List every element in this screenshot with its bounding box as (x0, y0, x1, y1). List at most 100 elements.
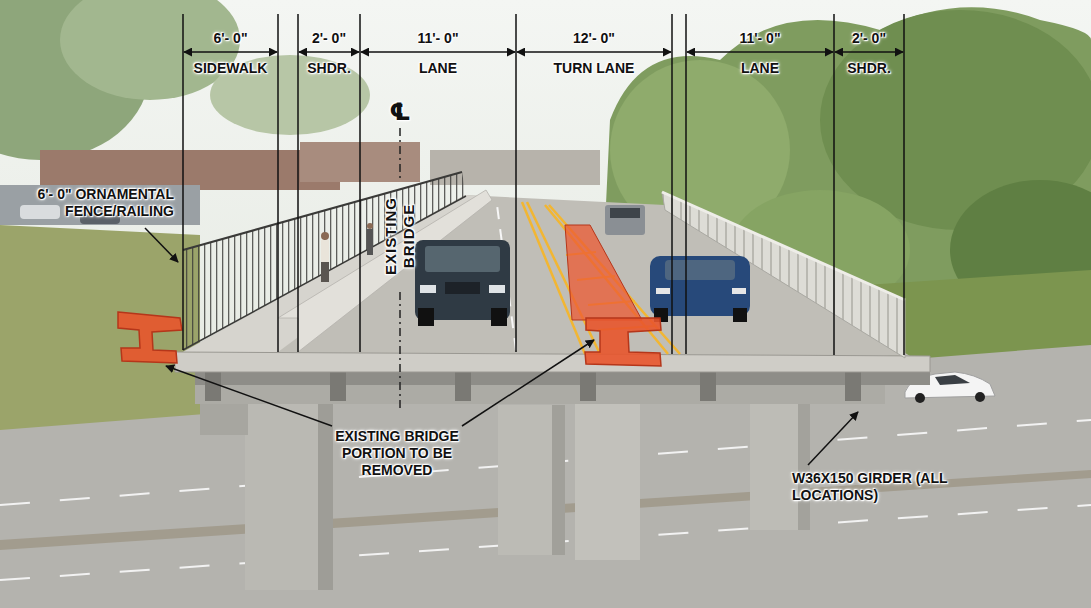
dimension-value: 11'- 0" (363, 30, 513, 47)
cap-beam (195, 384, 885, 404)
pedestrians-part (367, 223, 373, 229)
piers (200, 395, 810, 590)
suv-part (420, 285, 436, 293)
dimension-name: TURN LANE (519, 60, 669, 77)
leader-lines (145, 228, 858, 465)
piers-part (245, 400, 333, 590)
embankments-part (0, 225, 200, 450)
leader-lines-part (145, 228, 178, 262)
piers-part (750, 400, 810, 530)
removal-portion-part (118, 312, 182, 363)
dimension-name: SHDR. (836, 60, 902, 77)
dimension-arrows-part (517, 51, 671, 52)
far-truck (605, 205, 645, 235)
background-buildings-part (40, 150, 340, 190)
dimension-value: 2'- 0" (836, 30, 902, 47)
dimension-arrows-part (361, 51, 515, 52)
suv-part (491, 308, 507, 326)
concrete-railing (662, 192, 905, 358)
dimension-arrows-part (835, 51, 903, 52)
leader-lines-part (166, 366, 332, 426)
white-car-part (935, 375, 970, 385)
removal-portion-part (585, 318, 661, 366)
girders-part (580, 371, 596, 401)
dimension-extension-lines-part (671, 14, 673, 354)
dimension-value: 11'- 0" (689, 30, 831, 47)
suv-part (418, 308, 434, 326)
dimension-name: LANE (363, 60, 513, 77)
girders-part (845, 371, 861, 401)
pedestrians-part (321, 262, 329, 282)
centerline-symbol: ℄ (380, 98, 420, 127)
dimension-arrows-part (184, 51, 277, 52)
far-truck-part (605, 205, 645, 235)
girders-part (330, 371, 346, 401)
suv (415, 240, 510, 326)
suv-part (489, 285, 505, 293)
blue-car-part (656, 288, 670, 294)
girders-part (205, 371, 221, 401)
white-car-part (915, 393, 925, 403)
dimension-value: 6'- 0" (186, 30, 275, 47)
centerline (399, 128, 401, 412)
piers-part (498, 405, 565, 555)
leader-lines-part (462, 340, 594, 426)
highway (0, 345, 1091, 608)
girders (195, 371, 930, 401)
ornamental-fence-part (183, 172, 462, 250)
pedestrians-part (367, 229, 373, 255)
dimension-arrows-part (299, 51, 359, 52)
piers-part (575, 395, 640, 560)
leader-lines-part (808, 412, 858, 465)
dimension-extension-lines-part (903, 14, 905, 355)
deck-part (175, 352, 930, 372)
dimension-extension-lines-part (685, 14, 687, 354)
centerline-label: EXISTING BRIDGE (382, 190, 418, 282)
white-car-part (975, 392, 985, 402)
girders-part (195, 371, 930, 385)
dimension-extension-lines-part (182, 14, 184, 350)
background-buildings-part (0, 185, 200, 225)
callout-label: EXISTING BRIDGE PORTION TO BE REMOVED (312, 428, 482, 478)
background-buildings-part (20, 205, 60, 219)
far-truck-part (610, 208, 640, 218)
dimension-name: LANE (689, 60, 831, 77)
blue-car-part (650, 256, 750, 316)
blue-car-part (732, 288, 746, 294)
pedestrians-part (321, 240, 329, 262)
piers-part (552, 405, 565, 555)
dimension-extension-lines-part (515, 14, 517, 352)
dimension-value: 2'- 0" (300, 30, 358, 47)
girders-part (700, 371, 716, 401)
dimension-arrows-part (687, 51, 833, 52)
dimension-arrows (184, 51, 903, 52)
dimension-extension-lines (183, 14, 904, 355)
dimension-extension-lines-part (359, 14, 361, 352)
suv-part (425, 246, 500, 272)
centerline-part (399, 292, 401, 412)
girders-part (455, 371, 471, 401)
callout-label: 6'- 0" ORNAMENTAL FENCE/RAILING (6, 186, 174, 220)
blue-car (650, 256, 750, 322)
dimension-extension-lines-part (833, 14, 835, 355)
removal-portion-part (565, 225, 642, 320)
highway-part (0, 345, 1091, 608)
dimension-name: SIDEWALK (186, 60, 275, 77)
concrete-railing-part (662, 192, 905, 358)
suv-part (445, 282, 480, 294)
blue-car-part (733, 308, 747, 322)
pedestrians-part (321, 232, 329, 240)
dimension-value: 12'- 0" (519, 30, 669, 47)
piers-part (318, 400, 333, 590)
centerline-part (399, 128, 401, 180)
blue-car-part (665, 260, 735, 280)
pedestrians (321, 223, 373, 282)
dimension-extension-lines-part (297, 14, 299, 352)
callout-label: W36X150 GIRDER (ALL LOCATIONS) (792, 470, 992, 504)
dimension-extension-lines-part (277, 14, 279, 352)
cap-beam-part (195, 384, 885, 404)
dimension-name: SHDR. (300, 60, 358, 77)
